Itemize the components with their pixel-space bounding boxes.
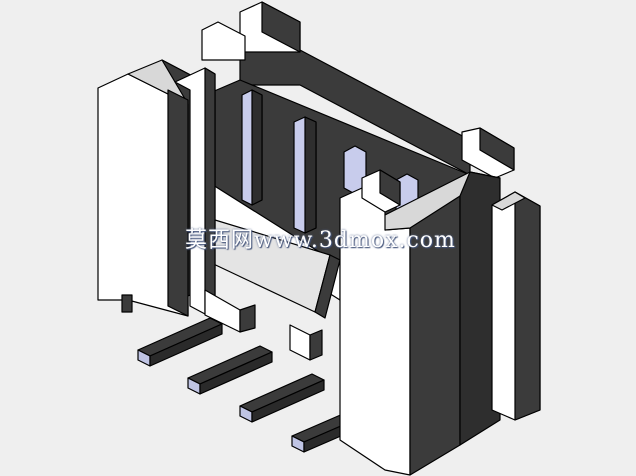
watermark-text: 莫西网www.3dmox.com <box>185 228 456 253</box>
smd-leads <box>137 317 365 453</box>
